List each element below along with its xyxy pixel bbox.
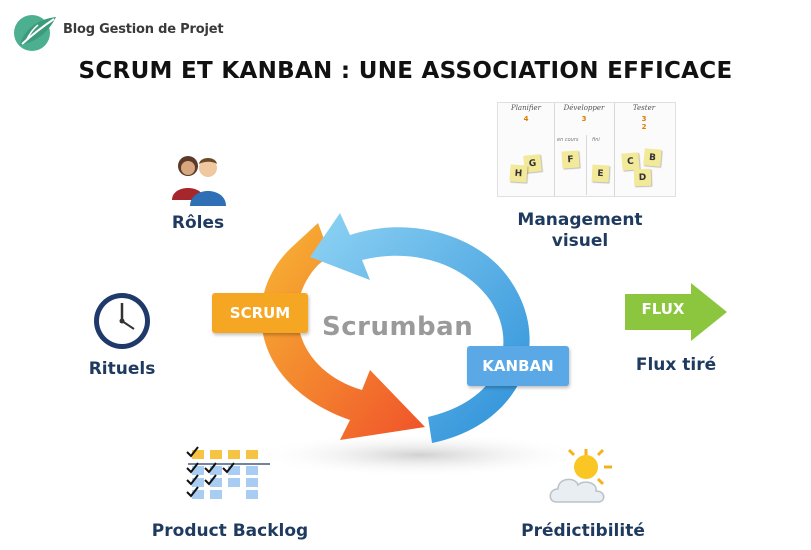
page-title: SCRUM ET KANBAN : UNE ASSOCIATION EFFICA… [78, 58, 733, 84]
board-column: Développer 3 en cours fini F E [554, 103, 615, 196]
sticky-note: D [633, 168, 652, 187]
flux-arrow-text: FLUX [641, 300, 685, 318]
cycle-diagram [250, 213, 590, 477]
board-wip: 3 [641, 115, 647, 123]
board-column: Planifier 4 G H [498, 103, 555, 196]
weather-icon [549, 448, 612, 503]
arrow-right-icon [625, 283, 727, 341]
board-column-header: Développer [563, 104, 605, 112]
board-wip: 4 [523, 115, 529, 123]
kanban-arrow [310, 213, 530, 443]
management-label: Management visuel [495, 210, 665, 252]
brand-name: Blog Gestion de Projet [63, 22, 224, 37]
predictibilite-label: Prédictibilité [521, 521, 645, 541]
scrum-badge: SCRUM [212, 293, 308, 333]
board-divider [586, 135, 587, 195]
logo-leaf-icon [14, 15, 56, 51]
rituels-label: Rituels [88, 359, 156, 379]
kanban-board-icon: Planifier 4 G H Développer 3 en cours fi… [497, 102, 676, 197]
sticky-note: B [643, 148, 662, 167]
scrum-arrow [261, 223, 425, 440]
backlog-label: Product Backlog [151, 521, 309, 541]
board-wip: 3 [581, 115, 587, 123]
cycle-shadow [250, 433, 590, 477]
board-column-header: Tester [632, 104, 656, 112]
clock-icon [94, 293, 150, 349]
board-column: Tester 3 2 C B D [614, 103, 674, 196]
management-label-line2: visuel [551, 231, 609, 251]
roles-label: Rôles [171, 213, 225, 233]
board-subheader: fini [592, 137, 600, 143]
management-label-line1: Management [517, 210, 643, 230]
sticky-note: F [561, 150, 580, 169]
people-icon [172, 156, 226, 206]
sticky-note: E [591, 164, 610, 183]
kanban-badge: KANBAN [467, 346, 569, 386]
scrumban-label: Scrumban [322, 312, 474, 342]
board-subheader: en cours [557, 137, 579, 143]
board-wip: 2 [641, 123, 647, 131]
sticky-note: H [509, 164, 528, 183]
sticky-note: C [621, 152, 640, 171]
flux-label: Flux tiré [635, 355, 717, 375]
checklist-icon [186, 446, 270, 499]
board-column-header: Planifier [510, 104, 542, 112]
